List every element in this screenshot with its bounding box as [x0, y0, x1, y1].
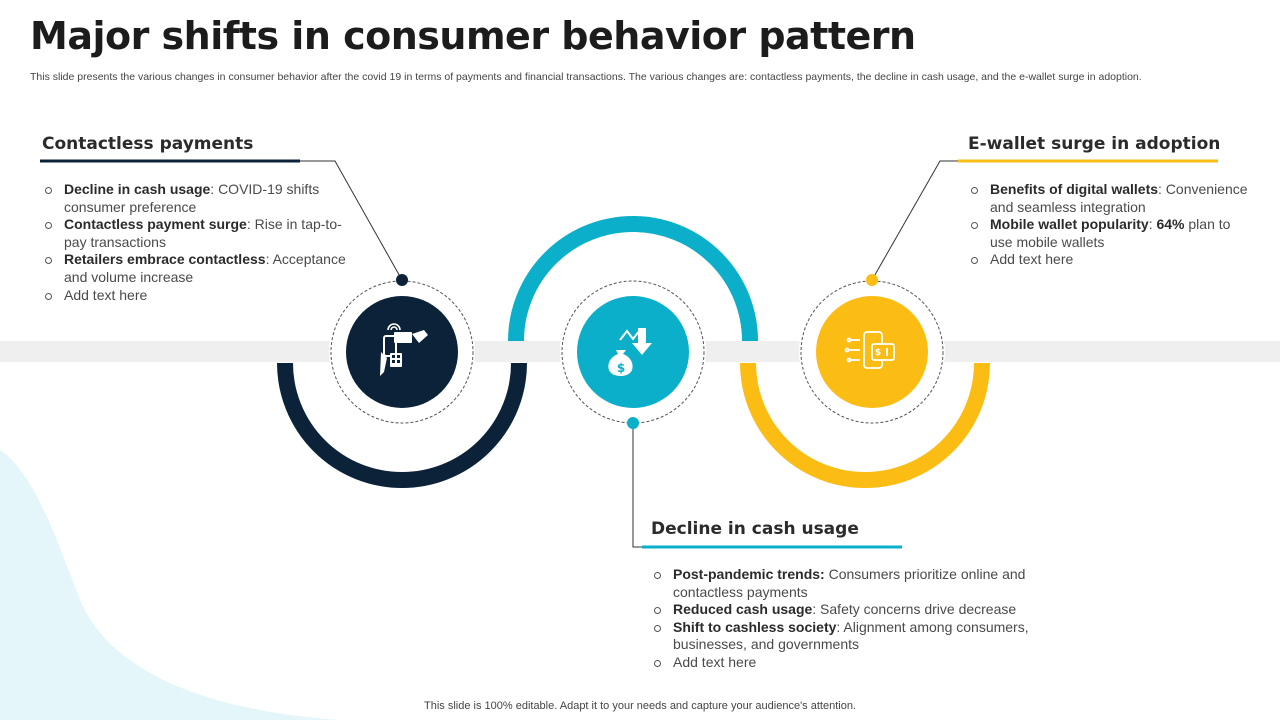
section-ewallet: E-wallet surge in adoption Benefits of d…: [968, 134, 1248, 269]
yellow-dashed-ring: [800, 280, 944, 424]
list-item: Retailers embrace contactless: Acceptanc…: [42, 251, 352, 286]
contactless-payment-icon: [380, 323, 428, 376]
list-item: Shift to cashless society: Alignment amo…: [651, 619, 1036, 654]
list-item: Add text here: [42, 287, 352, 305]
svg-text:$: $: [875, 348, 881, 358]
section-heading: E-wallet surge in adoption: [968, 134, 1221, 154]
list-item: Reduced cash usage: Safety concerns driv…: [651, 601, 1036, 619]
section-contactless: Contactless payments Decline in cash usa…: [42, 134, 352, 304]
page-subtitle: This slide presents the various changes …: [30, 71, 1142, 83]
list-item: Add text here: [968, 251, 1248, 269]
connector-dot-yellow: [866, 274, 878, 286]
section-heading: Contactless payments: [42, 134, 254, 154]
page-title: Major shifts in consumer behavior patter…: [30, 14, 916, 58]
mobile-wallet-icon: $: [844, 331, 895, 369]
footer-note: This slide is 100% editable. Adapt it to…: [424, 700, 856, 712]
svg-text:$: $: [617, 361, 625, 375]
teal-circle: [577, 296, 689, 408]
navy-arc: [277, 362, 527, 488]
list-item: Contactless payment surge: Rise in tap-t…: [42, 216, 352, 251]
navy-circle: [346, 296, 458, 408]
list-item: Post-pandemic trends: Consumers prioriti…: [651, 566, 1036, 601]
list-item: Add text here: [651, 654, 1036, 672]
section-heading: Decline in cash usage: [651, 519, 859, 539]
background-wave: [0, 450, 340, 720]
list-item: Benefits of digital wallets: Convenience…: [968, 181, 1248, 216]
money-bag-decline-icon: $: [608, 328, 652, 376]
teal-arc: [508, 216, 758, 342]
list-item: Decline in cash usage: COVID-19 shifts c…: [42, 181, 352, 216]
bullet-list: Post-pandemic trends: Consumers prioriti…: [651, 566, 1036, 672]
bullet-list: Decline in cash usage: COVID-19 shifts c…: [42, 181, 352, 304]
connector-dot-navy: [396, 274, 408, 286]
yellow-arc: [740, 362, 990, 488]
list-item: Mobile wallet popularity: 64% plan to us…: [968, 216, 1248, 251]
section-cash: Decline in cash usage Post-pandemic tren…: [651, 519, 1036, 672]
bullet-list: Benefits of digital wallets: Convenience…: [968, 181, 1248, 269]
connector-dot-teal: [627, 417, 639, 429]
navy-dashed-ring: [330, 280, 474, 424]
